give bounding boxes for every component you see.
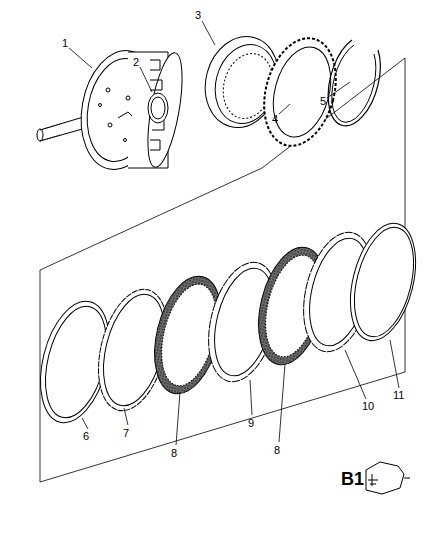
toothed-plate <box>253 30 347 154</box>
callout-number: 6 <box>83 431 89 442</box>
transmission-icon <box>366 462 410 494</box>
callout-number: 5 <box>320 96 326 107</box>
callout-number: 10 <box>362 401 374 412</box>
clutch-hub <box>37 44 189 175</box>
callout-number: 7 <box>123 428 129 439</box>
callout-number: 11 <box>393 390 404 401</box>
callout-number: 2 <box>133 57 139 68</box>
callout-number: 8 <box>274 445 280 456</box>
callout-number: 9 <box>248 418 254 429</box>
snap-ring-large <box>328 40 380 126</box>
callout-number: 1 <box>62 38 68 49</box>
callout-number: 8 <box>171 448 177 459</box>
leader-lines <box>69 21 399 445</box>
clutch-pack <box>29 217 427 430</box>
callout-number: 3 <box>195 10 201 21</box>
snap-ring <box>148 93 168 123</box>
callout-number: 4 <box>272 114 278 125</box>
section-code: B1 <box>341 470 364 488</box>
